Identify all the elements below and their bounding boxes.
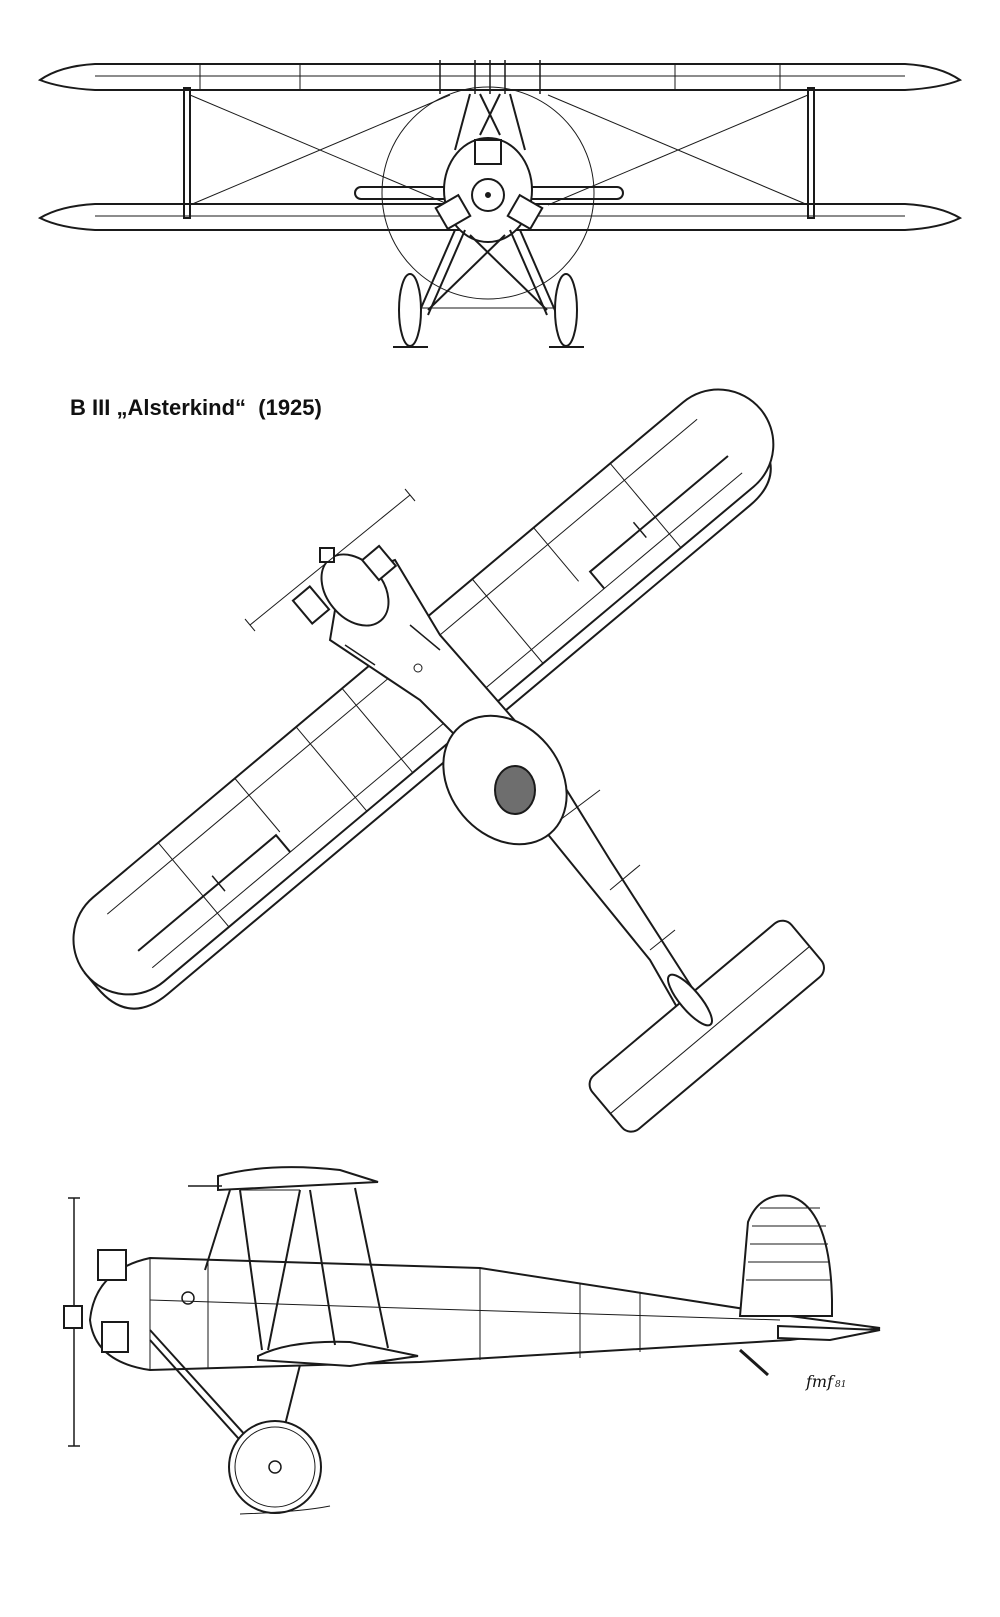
top-view-upper-wing: [72, 388, 775, 996]
top-view-engine-cylinder-a: [291, 585, 331, 625]
top-cylinder: [474, 139, 502, 165]
side-view-wheel: [228, 1420, 322, 1514]
signature-year: 81: [835, 1380, 847, 1390]
top-view-fuselage: [328, 558, 705, 1032]
upper-wing: [37, 63, 963, 91]
side-view-fin: [738, 1194, 833, 1317]
side-view-cylinder-bottom: [101, 1321, 129, 1353]
left-interplane-strut: [183, 87, 191, 219]
tail-skid: [739, 1348, 769, 1377]
side-view-tailplane: [777, 1324, 881, 1342]
top-view-tailplane: [588, 919, 825, 1133]
ground-line: [239, 1505, 331, 1515]
left-wheel: [398, 273, 422, 347]
wing-roundel: [494, 765, 536, 815]
side-view-upper-wing: [217, 1166, 379, 1192]
top-view-engine-cylinder-b: [360, 544, 398, 582]
propeller-disc: [381, 86, 595, 300]
left-cylinder: [434, 193, 472, 231]
fin-top: [667, 973, 713, 1027]
side-view-fuselage: [88, 1256, 881, 1372]
drawing-title: B III „Alsterkind“ (1925): [70, 395, 322, 420]
right-wheel: [554, 273, 578, 347]
top-view-nose: [320, 553, 390, 627]
side-view-hub: [63, 1305, 83, 1329]
right-aileron: [588, 455, 729, 590]
propeller-span-line: [249, 494, 411, 626]
center-section: [442, 714, 568, 846]
right-interplane-strut: [807, 87, 815, 219]
right-cylinder: [506, 193, 544, 231]
front-view: [37, 60, 963, 348]
side-view-cylinder-top: [97, 1249, 127, 1281]
top-view-spinner: [319, 547, 335, 563]
left-aileron: [137, 833, 291, 952]
signature-text: fmf: [806, 1372, 834, 1391]
side-view-lower-wing: [257, 1340, 419, 1368]
lower-wing: [37, 203, 963, 231]
top-view-lower-wing: [83, 419, 772, 1010]
